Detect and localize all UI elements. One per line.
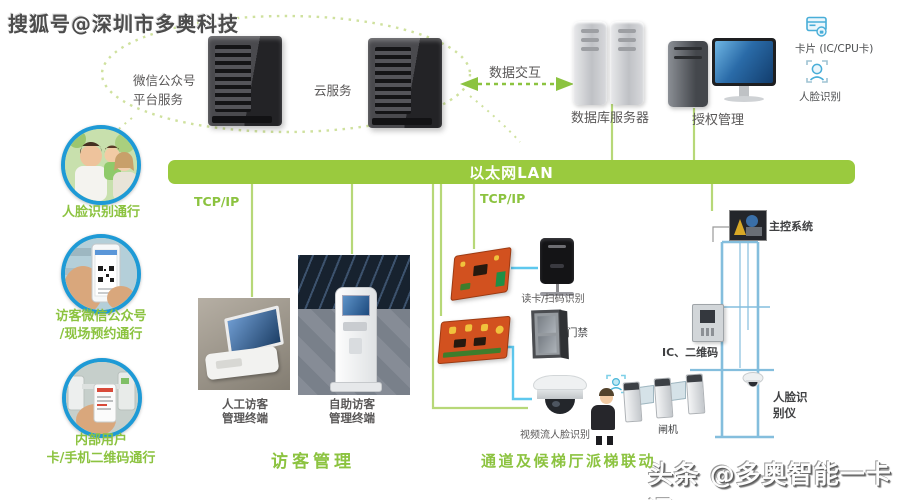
elevator-face-device-label: 人脸识 别仪 [773,390,808,421]
wechat-reservation-photo [61,234,141,314]
auth-monitor-image [712,38,776,102]
internal-user-photo [62,358,142,438]
card-scan-reader-label: 读卡/扫码识别 [521,294,585,305]
elevator-face-camera-image [742,372,764,398]
cloud-server-image [368,38,442,128]
tcpip-right-label: TCP/IP [480,191,526,206]
card-icon [806,15,828,43]
face-recognition-icon [806,59,828,89]
self-terminal-label: 自助访客 管理终端 [329,397,375,426]
face-access-label: 人脸识别通行 [61,205,140,220]
wechat-reservation-label: 访客微信公众号 /现场预约通行 [55,309,147,342]
door-label: 门禁 [567,327,588,339]
turnstile-gates-image [622,372,716,428]
db-server-label: 数据库服务器 [570,111,649,126]
card-scan-reader-image [540,238,574,296]
face-access-photo [61,125,141,205]
auth-tower-image [668,41,708,107]
elevator-ic-reader-image [692,304,724,342]
db-server-image [573,21,647,109]
visitor-person-figure [591,388,615,449]
internal-user-label: 内部用户 卡/手机二维码通行 [46,433,156,466]
tcpip-left-label: TCP/IP [194,194,240,209]
face-label: 人脸识别 [799,91,841,103]
self-terminal-photo [298,255,410,395]
wechat-server-image [208,36,282,126]
ethernet-lan-bar: 以太网LAN [168,160,855,184]
manual-terminal-label: 人工访客 管理终端 [222,397,268,426]
visitor-management-title: 访客管理 [271,452,355,472]
ethernet-lan-label: 以太网LAN [469,163,554,182]
controller-board-2 [437,315,511,365]
channel-elevator-title: 通道及候梯厅派梯联动 [481,452,657,470]
ic-qr-label: IC、二维码 [662,346,719,359]
video-face-camera-image [533,375,587,414]
watermark-bottom-right: 头条 @多奥智能一卡通 [648,460,892,500]
auth-label: 授权管理 [691,113,744,128]
data-exchange-label: 数据交互 [489,66,542,81]
wechat-platform-label: 微信公众号 平台服务 [133,73,196,107]
card-label: 卡片 (IC/CPU卡) [795,43,874,55]
watermark-top-left: 搜狐号@深圳市多奥科技 [8,12,239,36]
video-face-camera-label: 视频流人脸识别 [520,430,590,441]
turnstile-label: 闸机 [658,425,678,436]
controller-board-1 [450,246,512,302]
main-control-link [712,226,730,242]
door-image [531,309,563,359]
main-control-photo [729,210,767,241]
cloud-services-label: 云服务 [314,83,352,98]
main-control-label: 主控系统 [769,220,813,233]
manual-terminal-photo [198,298,290,390]
